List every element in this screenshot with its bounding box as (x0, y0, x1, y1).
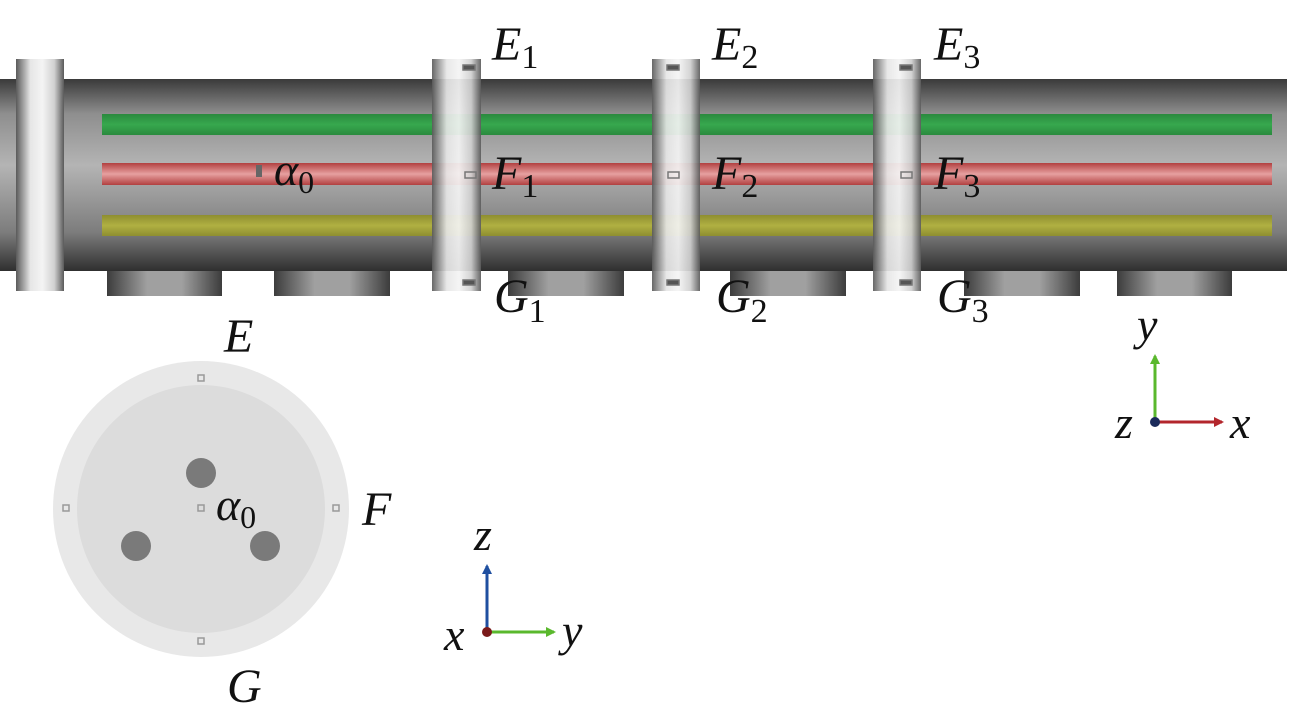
sensor-markers (256, 64, 913, 286)
sensor-band-3 (873, 59, 921, 291)
cross-label-f: F (361, 483, 392, 536)
sensor-g3 (899, 279, 913, 286)
side-axis-label-z: z (1114, 397, 1133, 448)
sensor-marker-f (332, 504, 340, 512)
sensor-g1 (462, 279, 476, 286)
sensor-g2 (666, 279, 680, 286)
side-view: α0 E1 F1 G1 E2 F2 G2 E3 F3 G3 (0, 18, 1287, 330)
label-f2: F2 (711, 147, 758, 205)
hole-left (121, 531, 151, 561)
label-e2: E2 (711, 18, 758, 76)
sensor-f1 (464, 171, 477, 179)
hole-right (250, 531, 280, 561)
cross-axis-label-x: x (443, 609, 465, 660)
label-f1: F1 (491, 147, 538, 205)
sensor-f3 (900, 171, 913, 179)
sensor-marker-center (197, 504, 205, 512)
sensor-e2 (666, 64, 680, 71)
sensor-marker-g (197, 637, 205, 645)
cross-section-axes: z y x (443, 509, 583, 660)
hole-top (186, 458, 216, 488)
cross-label-e: E (223, 310, 253, 363)
sensor-bands (432, 59, 921, 291)
label-g3: G3 (937, 270, 989, 330)
side-axis-label-y: y (1133, 299, 1158, 350)
side-axis-label-x: x (1229, 397, 1251, 448)
sensor-marker-left (62, 504, 70, 512)
cross-origin-label: α0 (216, 479, 256, 535)
origin-marker (256, 165, 262, 177)
sensor-e1 (462, 64, 476, 71)
sensor-f2 (667, 171, 680, 179)
label-f3: F3 (933, 147, 980, 205)
x-axis-dot-cross (482, 627, 492, 637)
z-axis-dot (1150, 417, 1160, 427)
label-g1: G1 (494, 270, 546, 330)
label-g2: G2 (716, 270, 768, 330)
sensor-e3 (899, 64, 913, 71)
cross-axis-label-y: y (558, 605, 583, 656)
sensor-band-1 (432, 59, 481, 291)
cross-section: E F G α0 (53, 310, 392, 713)
cross-section-inner (77, 385, 325, 633)
side-view-axes: y x z (1114, 299, 1251, 448)
end-flange (16, 59, 64, 291)
cross-axis-label-z: z (473, 509, 492, 560)
label-e3: E3 (933, 18, 980, 76)
label-e1: E1 (491, 18, 538, 76)
cross-label-g: G (227, 660, 262, 713)
sensor-marker-e (197, 374, 205, 382)
sensor-band-2 (652, 59, 700, 291)
side-origin-label: α0 (274, 144, 314, 200)
